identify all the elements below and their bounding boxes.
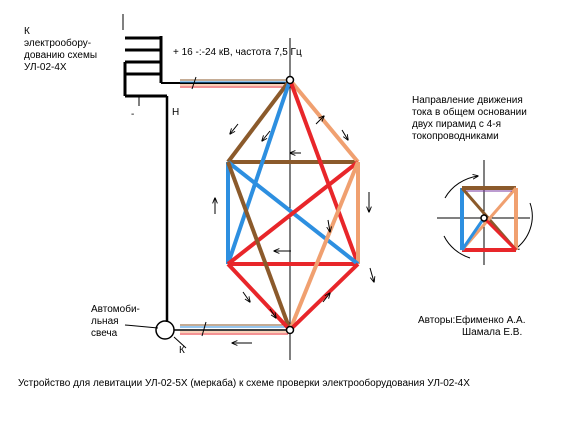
caption: Устройство для левитации УЛ-02-5Х (мерка… xyxy=(18,378,470,389)
voltage-label: + 16 -:-24 кВ, частота 7,5 Гц xyxy=(173,47,302,58)
spark-plug-label: Автомоби- льная свеча xyxy=(91,304,140,340)
direction-note-line-4: токопроводниками xyxy=(412,131,499,142)
merkaba-conductors xyxy=(226,78,360,332)
base-direction-diagram xyxy=(437,160,533,265)
minus-label: - xyxy=(131,109,135,120)
direction-note-line-2: тока в общем основании xyxy=(412,107,527,118)
equipment-note-line-2: электрообору- xyxy=(24,38,92,49)
pole-n-label: Н xyxy=(172,107,180,118)
plug-label-line-3: свеча xyxy=(91,328,118,339)
author-1: Авторы:Ефименко А.А. xyxy=(418,315,526,326)
equipment-note: К электрообору- дованию схемы УЛ-02-4Х xyxy=(24,26,97,74)
bottom-feed-wires xyxy=(180,321,288,337)
equipment-note-line-3: дованию схемы xyxy=(24,50,98,61)
pole-k-label: К xyxy=(179,345,185,356)
equipment-note-line-4: УЛ-02-4Х xyxy=(24,62,67,73)
author-2: Шамала Е.В. xyxy=(462,327,523,338)
current-direction-arrows xyxy=(215,116,374,343)
spark-plug-symbol xyxy=(155,320,175,340)
winding-block xyxy=(122,14,288,98)
direction-note: Направление движения тока в общем основа… xyxy=(412,95,527,143)
top-apex-node xyxy=(285,75,295,85)
top-feed-wires xyxy=(180,76,288,90)
plug-label-line-2: льная xyxy=(91,316,119,327)
plug-label-line-1: Автомоби- xyxy=(91,304,140,315)
authors: Авторы:Ефименко А.А. Шамала Е.В. xyxy=(418,315,526,339)
equipment-note-line-1: К xyxy=(24,26,30,37)
bottom-apex-node xyxy=(285,325,295,335)
direction-note-line-1: Направление движения xyxy=(412,95,523,106)
direction-note-line-3: двух пирамид с 4-я xyxy=(412,119,501,130)
